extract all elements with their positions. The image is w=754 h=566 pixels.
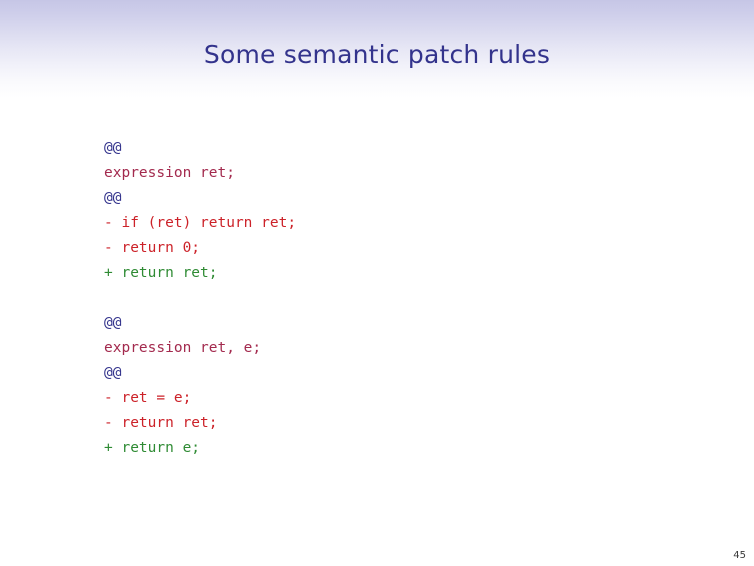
code-line-removed: - return 0; [104,240,201,256]
code-line-removed: - if (ret) return ret; [104,215,297,231]
title-gradient-band [0,0,754,98]
code-line-meta: @@ [104,365,122,381]
code-block: @@ expression ret; @@ - if (ret) return ret… [104,136,664,286]
code-block: @@ expression ret, e; @@ - ret = e; - return… [104,311,664,461]
page-number: 45 [733,550,746,561]
semantic-patch-code-area: @@ expression ret; @@ - if (ret) return ret… [104,136,664,461]
code-line-meta: @@ [104,190,122,206]
code-line-removed: - return ret; [104,415,218,431]
code-line-added: + return e; [104,440,201,456]
code-line-meta: @@ [104,315,122,331]
code-line-added: + return ret; [104,265,218,281]
code-line-declaration: expression ret, e; [104,340,262,356]
page-title: Some semantic patch rules [203,40,551,69]
code-line-removed: - ret = e; [104,390,192,406]
code-line-declaration: expression ret; [104,165,235,181]
code-line-meta: @@ [104,140,122,156]
